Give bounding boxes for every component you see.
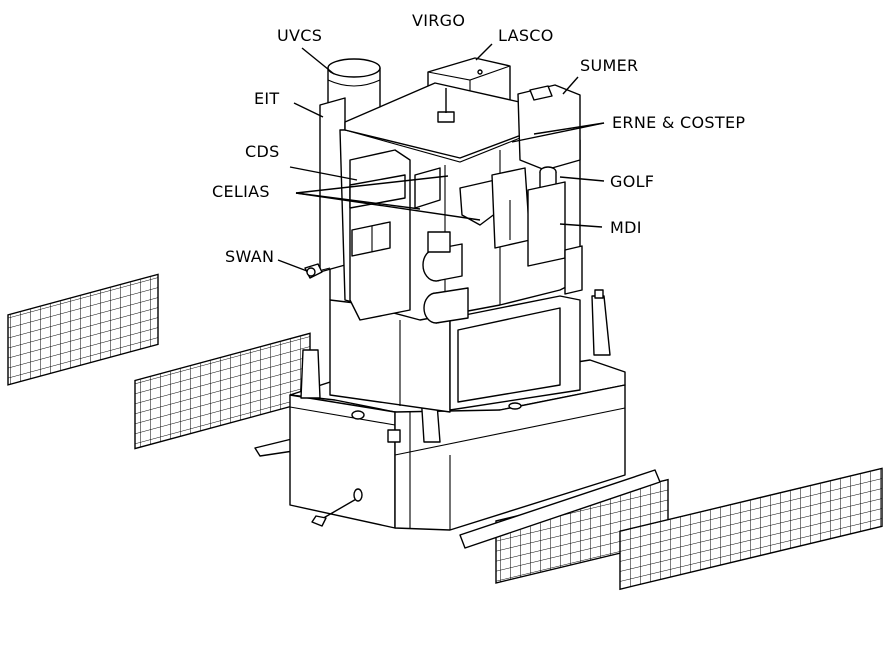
label-erne-costep: ERNE & COSTEP: [612, 113, 745, 132]
payload-lower: [329, 249, 581, 413]
leader-lines: [277, 43, 605, 272]
label-golf: GOLF: [610, 172, 654, 191]
instrument-labels: UVCS VIRGO LASCO SUMER EIT ERNE & COSTEP…: [212, 11, 745, 266]
left-solar-panel-inner: [134, 332, 311, 450]
service-module-front-face: [394, 384, 626, 531]
right-solar-panel-outer: [619, 467, 883, 591]
label-lasco: LASCO: [498, 26, 554, 45]
mdi-box: [527, 181, 566, 267]
label-swan: SWAN: [225, 247, 274, 266]
antenna-boom: [311, 488, 363, 527]
label-virgo: VIRGO: [412, 11, 465, 30]
swan-unit: [304, 263, 331, 279]
right-solar-array: [459, 467, 883, 591]
sumer-box: [517, 84, 581, 171]
golf-box: [491, 167, 531, 249]
label-eit: EIT: [254, 89, 280, 108]
service-module-left-face: [289, 394, 396, 529]
left-solar-array: [7, 273, 311, 457]
label-celias: CELIAS: [212, 182, 270, 201]
label-sumer: SUMER: [580, 56, 638, 75]
service-module: [289, 359, 626, 531]
label-mdi: MDI: [610, 218, 642, 237]
label-uvcs: UVCS: [277, 26, 322, 45]
left-solar-panel-outer: [7, 273, 159, 386]
label-cds: CDS: [245, 142, 280, 161]
payload-body: [304, 57, 583, 324]
